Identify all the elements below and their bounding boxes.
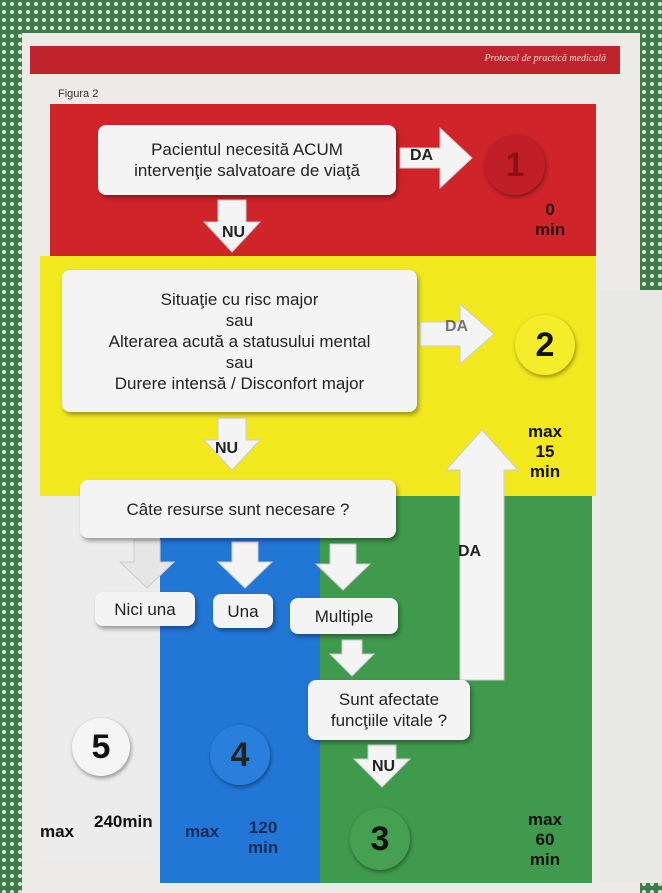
time-text: max — [528, 810, 563, 829]
time-text: min — [529, 850, 561, 869]
yes-label-2: DA — [445, 318, 469, 335]
time-text: 15 — [535, 442, 555, 461]
time-text: max — [528, 422, 563, 441]
resource-none: Nici una — [95, 592, 195, 626]
time-text: min — [535, 220, 566, 239]
arrow-da-up — [444, 429, 520, 681]
no-label-2: NU — [215, 440, 239, 457]
level-1-badge: 1 — [485, 135, 545, 195]
resource-one: Una — [213, 594, 273, 628]
q2-line: Alterarea acută a statusului mental — [108, 331, 371, 351]
level-number: 3 — [370, 819, 390, 858]
level-number: 1 — [505, 145, 525, 184]
level-5-time-max: max — [40, 822, 75, 841]
yes-label-1: DA — [410, 147, 434, 164]
arrow-none — [118, 539, 176, 589]
yes-label-3: DA — [458, 543, 482, 560]
q2-line: Situaţie cu risc major — [160, 289, 319, 309]
time-text: min — [529, 462, 561, 481]
level-number: 4 — [230, 735, 250, 774]
arrow-da-1 — [399, 126, 473, 190]
time-text: 120 — [248, 818, 278, 837]
question-vitals: Sunt afectate funcţiile vitale ? — [308, 680, 470, 740]
no-label-3: NU — [372, 758, 396, 775]
time-text: 60 — [535, 830, 555, 849]
arrow-nu-3 — [352, 744, 412, 788]
resource-text: Nici una — [114, 599, 176, 619]
question-resources: Câte resurse sunt necesare ? — [80, 480, 396, 538]
level-4-time-max: max — [185, 822, 220, 841]
level-number: 5 — [91, 727, 111, 766]
arrow-multiple-down — [328, 639, 376, 677]
level-number: 2 — [535, 325, 555, 364]
q2-line: sau — [225, 352, 254, 372]
arrow-da-2 — [419, 302, 495, 366]
header-banner: Protocol de practică medicală — [30, 46, 620, 74]
resource-text: Una — [227, 601, 259, 621]
level-2-badge: 2 — [515, 315, 575, 375]
arrow-nu-2 — [202, 417, 262, 471]
banner-text: Protocol de practică medicală — [484, 53, 606, 64]
level-5-time: 240min — [94, 812, 153, 831]
arrow-one — [216, 541, 274, 589]
question-text: Sunt afectate funcţiile vitale ? — [330, 690, 448, 730]
adjacent-paper — [600, 290, 662, 883]
level-5-badge: 5 — [72, 718, 130, 776]
resource-multiple: Multiple — [290, 598, 398, 634]
time-text: 0 — [545, 200, 555, 219]
arrow-multiple — [314, 543, 372, 591]
time-text: min — [248, 838, 279, 857]
q2-line: Durere intensă / Disconfort major — [114, 373, 365, 393]
question-text: Pacientul necesită ACUM intervenţie salv… — [134, 140, 360, 180]
question-high-risk: Situaţie cu risc major sau Alterarea acu… — [62, 270, 417, 412]
resource-text: Multiple — [314, 606, 374, 626]
question-text: Câte resurse sunt necesare ? — [126, 499, 350, 519]
q2-line: sau — [225, 310, 254, 330]
level-4-badge: 4 — [210, 725, 270, 785]
question-life-saving: Pacientul necesită ACUM intervenţie salv… — [98, 125, 396, 195]
arrow-nu-1 — [202, 199, 262, 253]
no-label-1: NU — [222, 224, 246, 241]
level-3-badge: 3 — [350, 808, 410, 870]
figure-label: Figura 2 — [58, 88, 99, 100]
